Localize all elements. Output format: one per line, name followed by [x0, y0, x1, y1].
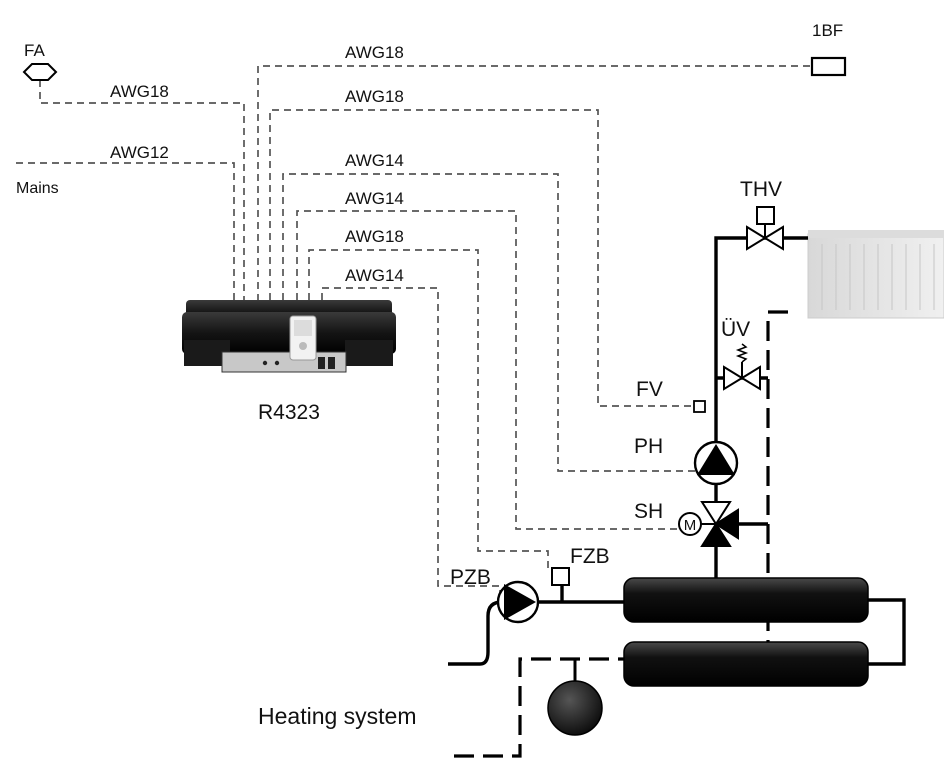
fv-sensor-icon	[693, 400, 706, 413]
thv-valve: THV	[740, 178, 784, 251]
return-lines	[448, 310, 788, 758]
cable-1bf	[257, 65, 810, 300]
cables	[16, 65, 810, 598]
cable-fa	[39, 80, 245, 300]
expansion-vessel-icon	[547, 680, 603, 736]
cable-label-fa: AWG18	[110, 82, 169, 101]
cable-pzb	[321, 287, 501, 598]
cable-mains	[16, 162, 235, 300]
uv-label: ÜV	[721, 318, 750, 341]
cable-label-mains: AWG12	[110, 143, 169, 162]
primary-loop-pipe	[448, 600, 626, 666]
uv-spring-icon	[735, 343, 749, 363]
cable-ph	[282, 173, 700, 472]
uv-valve: ÜV	[721, 318, 761, 391]
tank-lower	[623, 641, 869, 687]
cable-label-fv: AWG18	[345, 87, 404, 106]
fzb-label: FZB	[570, 545, 610, 568]
pzb-pump: PZB	[450, 566, 540, 624]
expansion-loop-line	[448, 657, 638, 758]
sh-valve-icon	[700, 501, 732, 526]
fzb-sensor: FZB	[551, 545, 610, 586]
cable-fzb	[308, 249, 549, 568]
fv-label: FV	[636, 378, 663, 401]
cable-label-sh: AWG14	[345, 189, 404, 208]
thv-head-icon	[756, 206, 775, 225]
sh-mixer: SH M	[634, 500, 739, 547]
bf-unit: 1BF	[810, 21, 847, 77]
sh-label: SH	[634, 500, 663, 523]
controller-label: R4323	[258, 401, 320, 424]
motor-icon	[678, 512, 702, 536]
mains-label: Mains	[16, 180, 59, 197]
tank-connect-pipe	[866, 598, 906, 666]
radiator-return-line	[766, 310, 788, 650]
fv-sensor: FV	[636, 378, 706, 413]
storage-tanks	[623, 577, 869, 687]
tank-upper	[623, 577, 869, 623]
fa-sensor: FA	[22, 41, 58, 81]
cable-labels: AWG18 AWG12 AWG18 AWG18 AWG14 AWG14 AWG1…	[110, 43, 404, 285]
fzb-sensor-icon	[551, 567, 570, 586]
ph-label: PH	[634, 435, 663, 458]
radiator	[807, 230, 944, 319]
cable-label-1bf: AWG18	[345, 43, 404, 62]
thv-label: THV	[740, 178, 782, 201]
ph-pump: PH	[634, 435, 739, 486]
thv-valve-icon	[746, 225, 767, 251]
pzb-label: PZB	[450, 566, 491, 589]
expansion-vessel	[547, 659, 603, 736]
fa-sensor-icon	[22, 63, 58, 81]
controller: R4323	[182, 300, 396, 424]
cable-label-ph: AWG14	[345, 151, 404, 170]
cable-label-fzb: AWG18	[345, 227, 404, 246]
cable-label-pzb: AWG14	[345, 266, 404, 285]
heating-system-label: Heating system	[258, 703, 417, 729]
cable-fv	[269, 109, 694, 407]
bf-label: 1BF	[812, 21, 843, 40]
cable-sh	[296, 210, 678, 530]
uv-valve-icon	[723, 365, 744, 391]
bf-unit-icon	[810, 56, 847, 77]
fa-label: FA	[24, 41, 45, 60]
motor-label: M	[684, 517, 697, 534]
